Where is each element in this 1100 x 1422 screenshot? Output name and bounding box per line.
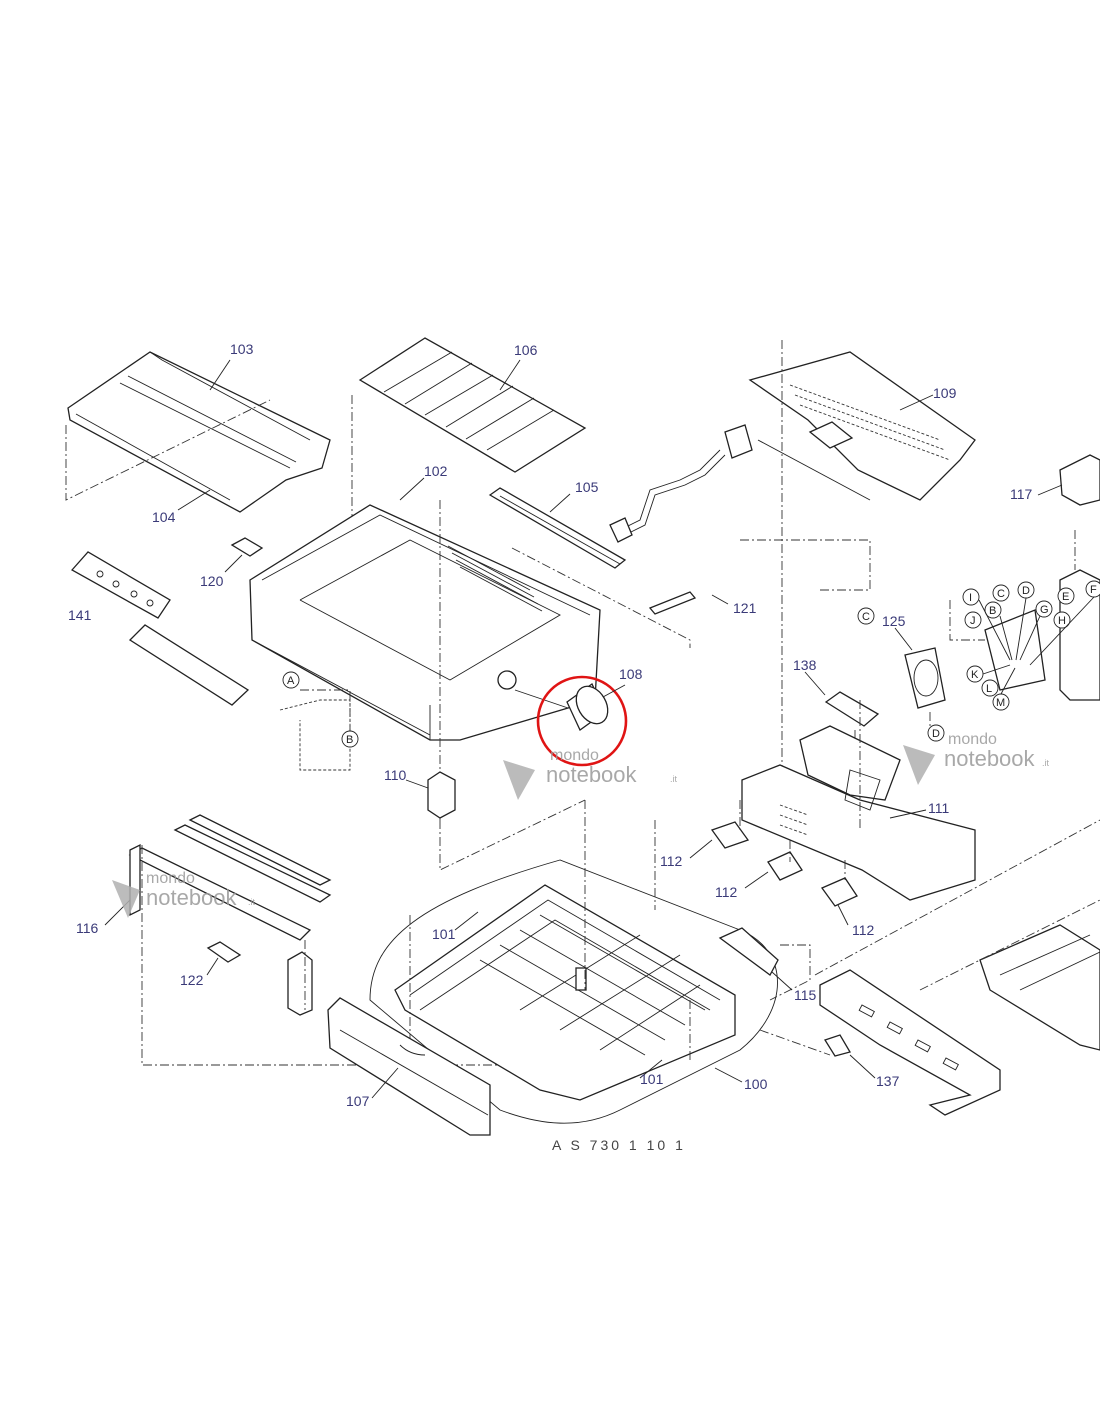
watermark-arrow-icon (903, 745, 935, 785)
label-117: 117 (1010, 486, 1033, 502)
part-housing-111 (741, 700, 976, 901)
watermark-arrow-icon (503, 760, 535, 800)
callout-D2: D (1022, 585, 1030, 597)
watermark-suffix: .it (248, 897, 256, 907)
highlight-circle (536, 675, 628, 767)
label-111: 111 (928, 800, 949, 816)
label-125: 125 (882, 613, 906, 629)
watermark-right: mondo notebook .it (903, 731, 1050, 785)
label-105: 105 (575, 479, 599, 495)
part-knob-108 (514, 675, 628, 767)
callout-D: D (932, 728, 940, 740)
label-101b: 101 (640, 1071, 664, 1087)
callout-letters: A B C D I B C D J G E F H K L M (282, 580, 1100, 748)
label-138: 138 (793, 657, 817, 673)
label-103: 103 (230, 341, 254, 357)
part-labels: 103 106 109 117 104 102 105 120 141 121 … (68, 341, 1033, 1109)
label-100: 100 (744, 1076, 768, 1092)
label-102: 102 (424, 463, 448, 479)
label-122: 122 (180, 972, 204, 988)
callout-B: B (346, 734, 353, 746)
part-cover-109 (740, 340, 976, 790)
part-bracket-110 (427, 771, 586, 871)
vent-grid-109 (789, 384, 951, 461)
base-rib-grid (479, 914, 706, 1056)
callout-G: G (1040, 604, 1049, 616)
watermark-notebook: notebook (146, 885, 238, 910)
callout-L: L (986, 683, 992, 695)
watermark-notebook: notebook (944, 746, 1036, 771)
bottom-caption: A S 730 1 10 1 (552, 1137, 686, 1153)
part-strip-121 (648, 591, 697, 615)
label-116: 116 (76, 920, 99, 936)
label-120: 120 (200, 573, 224, 589)
callout-C2: C (997, 588, 1005, 600)
part-rail-105 (488, 487, 627, 569)
callout-H: H (1058, 615, 1066, 627)
part-clips-112 (710, 800, 858, 907)
part-fan-125 (904, 647, 946, 730)
part-panel-120-141 (70, 537, 351, 771)
watermark-centre: mondo notebook .it (503, 747, 678, 800)
callout-B2: B (989, 605, 996, 617)
watermark-mondo: mondo (550, 747, 599, 764)
callout-J: J (970, 615, 976, 627)
label-104: 104 (152, 509, 176, 525)
callout-M: M (996, 697, 1005, 709)
part-panel-107 (327, 997, 491, 1136)
callout-A: A (287, 675, 295, 687)
label-141: 141 (68, 607, 92, 623)
label-107: 107 (346, 1093, 370, 1109)
part-cover-103-104 (65, 351, 331, 513)
callout-K: K (971, 669, 979, 681)
label-112b: 112 (715, 884, 738, 900)
watermark-notebook: notebook (546, 762, 638, 787)
label-109: 109 (933, 385, 957, 401)
label-121: 121 (733, 600, 757, 616)
label-leaders (104, 359, 1063, 1099)
watermark-mondo: mondo (948, 731, 997, 748)
callout-C: C (862, 611, 870, 623)
label-115: 115 (794, 987, 817, 1003)
label-112a: 112 (660, 853, 683, 869)
watermark-mondo: mondo (146, 870, 195, 887)
part-housing-102 (249, 500, 691, 820)
callout-E: E (1062, 591, 1069, 603)
callout-F: F (1090, 584, 1097, 596)
label-108: 108 (619, 666, 643, 682)
part-tray-106 (351, 337, 587, 520)
watermark-suffix: .it (670, 774, 678, 784)
watermark-suffix: .it (1042, 758, 1050, 768)
part-base-100 (369, 800, 778, 1124)
callout-I: I (969, 592, 972, 604)
watermark-arrow-icon (112, 880, 140, 918)
part-plate-137 (759, 969, 1001, 1116)
part-cable-assembly (609, 424, 753, 543)
part-tray-right (979, 924, 1100, 1051)
watermark-left: mondo notebook .it (112, 870, 256, 918)
part-board-115 (718, 927, 811, 1001)
label-101a: 101 (432, 926, 456, 942)
label-137: 137 (876, 1073, 900, 1089)
label-106: 106 (514, 342, 538, 358)
label-112c: 112 (852, 922, 875, 938)
label-110: 110 (384, 767, 407, 783)
